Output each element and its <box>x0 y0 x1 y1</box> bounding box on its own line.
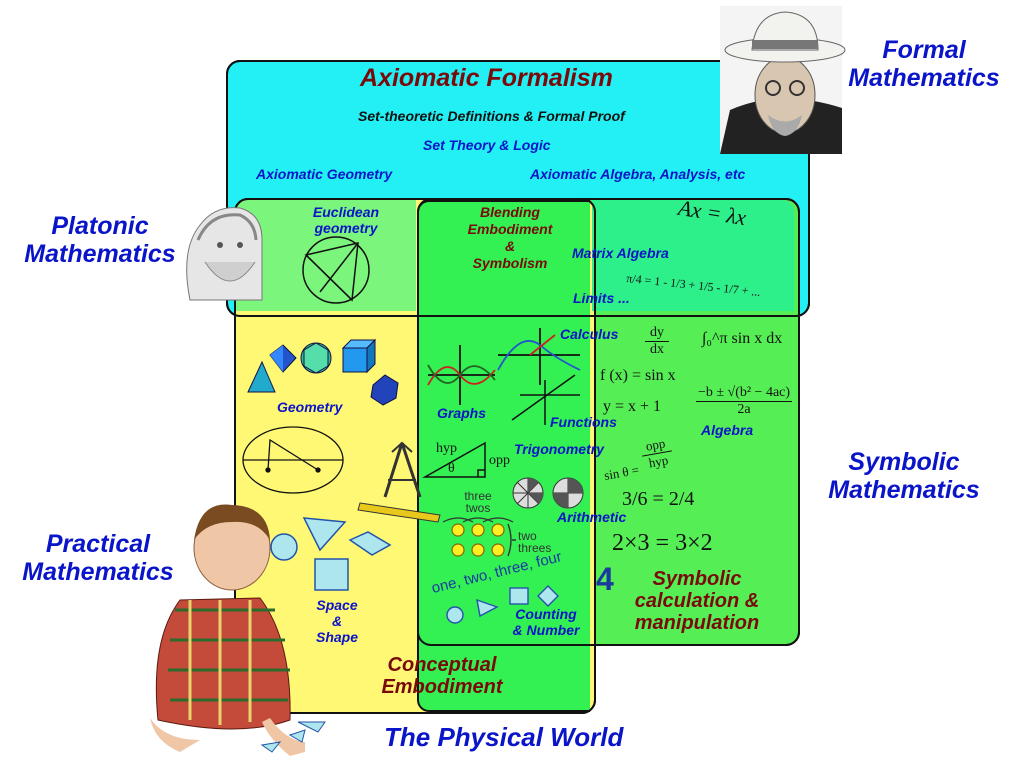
hilbert-portrait-icon <box>720 6 846 154</box>
baby-photo-icon <box>150 504 326 756</box>
dydx-fraction: dy dx <box>645 325 669 358</box>
conceptual-line-1: Conceptual <box>387 654 497 676</box>
symbolic-calculation-label: Symbolic calculation & manipulation <box>612 568 782 634</box>
arithmetic-label: Arithmetic <box>557 509 627 525</box>
platonic-line-2: Mathematics <box>24 240 176 268</box>
two-threes-line-2: threes <box>518 541 552 555</box>
opp-label: opp <box>489 453 510 468</box>
formal-line-1: Formal <box>882 36 966 64</box>
geometry-label: Geometry <box>277 399 343 415</box>
integral-formula: ∫₀^π sin x dx <box>702 330 783 347</box>
three-twos-line-2: twos <box>465 501 491 515</box>
two-threes-line-1: two <box>518 529 537 543</box>
euclidean-circle-icon <box>302 236 370 304</box>
counting-shapes-icon <box>446 585 559 624</box>
fractions-formula: 3/6 = 2/4 <box>622 488 695 510</box>
practical-mathematics-label: Practical Mathematics <box>0 530 196 586</box>
blending-line-1: Blending <box>480 204 540 220</box>
quadratic-formula: −b ± √(b² − 4ac) 2a <box>696 385 792 418</box>
formal-border <box>226 60 810 317</box>
platonic-mathematics-label: Platonic Mathematics <box>2 212 198 268</box>
overlap-top <box>592 200 794 311</box>
shapes-icon <box>270 517 392 591</box>
space-line-3: Shape <box>315 629 358 645</box>
axiomatic-geometry-label: Axiomatic Geometry <box>256 166 393 182</box>
theta-label: θ <box>448 461 455 476</box>
physical-world-label: The Physical World <box>384 722 624 752</box>
counting-dots-icon <box>451 523 505 557</box>
three-twos-line-1: three <box>464 489 492 503</box>
three-twos-label: three twos <box>458 490 498 514</box>
symcalc-line-1: Symbolic <box>652 568 742 590</box>
trig-triangle-icon <box>422 441 486 478</box>
quadratic-den: 2a <box>737 402 751 417</box>
space-line-1: Space <box>316 597 358 613</box>
formal-mathematics-label: Formal Mathematics <box>826 36 1022 92</box>
symbolic-line-2: Mathematics <box>828 476 980 504</box>
dydx-num: dy <box>645 325 669 342</box>
calculus-label: Calculus <box>560 326 619 342</box>
dydx-den: dx <box>650 342 664 357</box>
polyhedra-icon <box>247 338 399 406</box>
quadratic-num: −b ± √(b² − 4ac) <box>696 385 792 402</box>
blending-line-3: & <box>504 238 516 254</box>
counting-line-1: Counting <box>515 606 577 622</box>
blending-overlap <box>417 200 590 712</box>
matrix-algebra-label: Matrix Algebra <box>572 245 669 261</box>
limits-label: Limits ... <box>573 290 630 306</box>
platonic-line-1: Platonic <box>51 212 149 240</box>
set-theory-label: Set Theory & Logic <box>423 137 551 153</box>
hyp-label: hyp <box>436 441 457 456</box>
platonic-overlap <box>236 200 416 311</box>
symcalc-line-3: manipulation <box>634 612 760 634</box>
euclidean-line-2: geometry <box>314 220 378 236</box>
space-shape-label: Space & Shape <box>302 597 372 645</box>
ellipse-sketch-icon <box>242 426 344 494</box>
graph-line-icon <box>511 374 580 425</box>
symbolic-border <box>417 198 800 646</box>
conceptual-line-2: Embodiment <box>381 676 503 698</box>
fx-formula: f (x) = sin x <box>600 367 676 384</box>
embodied-border <box>234 198 596 714</box>
formal-subtitle: Set-theoretic Definitions & Formal Proof <box>358 108 625 124</box>
practical-line-2: Mathematics <box>22 558 174 586</box>
blending-label: Blending Embodiment & Symbolism <box>450 204 570 272</box>
axiomatic-formalism-title: Axiomatic Formalism <box>360 64 613 92</box>
symbolic-line-1: Symbolic <box>848 448 960 476</box>
compass-icon <box>357 441 441 523</box>
line-formula: y = x + 1 <box>603 398 662 415</box>
euclidean-line-1: Euclidean <box>312 204 380 220</box>
conceptual-embodiment-label: Conceptual Embodiment <box>352 654 532 698</box>
algebra-label: Algebra <box>701 422 754 438</box>
symcalc-line-2: calculation & <box>634 590 760 612</box>
counting-line-2: & Number <box>512 622 580 638</box>
blending-line-2: Embodiment <box>467 221 553 237</box>
sin-fraction: opp hyp <box>639 434 674 473</box>
plato-bust-icon <box>186 207 263 301</box>
fraction-pies-icon <box>512 477 584 509</box>
multiply-formula: 2×3 = 3×2 <box>612 530 713 556</box>
blending-line-4: Symbolism <box>472 255 548 271</box>
space-line-2: & <box>331 613 343 629</box>
counting-number-label: Counting & Number <box>500 606 592 638</box>
symbolic-mathematics-label: Symbolic Mathematics <box>804 448 1004 504</box>
euclidean-geometry-label: Euclidean geometry <box>296 204 396 236</box>
functions-label: Functions <box>550 414 617 430</box>
practical-line-1: Practical <box>45 530 151 558</box>
numeral-four: 4 <box>596 561 614 597</box>
axiomatic-algebra-label: Axiomatic Algebra, Analysis, etc <box>530 166 746 182</box>
graphs-label: Graphs <box>437 405 487 421</box>
trigonometry-label: Trigonometry <box>514 441 604 457</box>
two-threes-label: two threes <box>518 530 551 554</box>
formal-line-2: Mathematics <box>848 64 1000 92</box>
graph-sine-icon <box>427 328 581 405</box>
